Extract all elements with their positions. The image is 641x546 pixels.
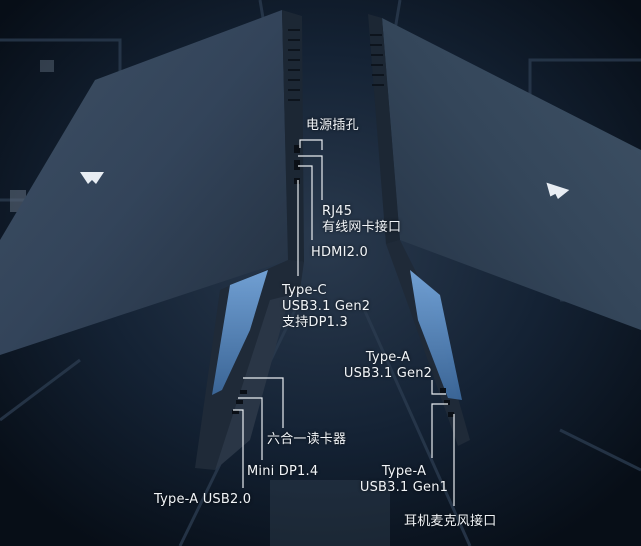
label-rj45-line1: RJ45 — [322, 204, 353, 219]
label-type-a-gen1: Type-A USB3.1 Gen1 — [356, 464, 452, 496]
left-laptop-side — [215, 295, 290, 470]
right-laptop-keyboard — [410, 270, 462, 400]
left-laptop-logo-icon — [80, 172, 104, 184]
right-laptop-hinge-edge — [368, 14, 400, 244]
right-laptop-vents — [370, 34, 384, 86]
label-card-reader: 六合一读卡器 — [267, 432, 347, 447]
right-laptop-ports — [440, 388, 454, 417]
label-type-c-line1: Type-C — [282, 283, 327, 298]
label-type-a-gen2: Type-A USB3.1 Gen2 — [340, 350, 436, 382]
label-type-a-gen2-line2: USB3.1 Gen2 — [343, 366, 433, 381]
label-hdmi: HDMI2.0 — [311, 245, 368, 260]
callout-line-type-a-gen1 — [431, 403, 448, 458]
label-type-a-usb2: Type-A USB2.0 — [154, 492, 252, 507]
callout-line-card-reader — [243, 377, 284, 428]
label-power-jack: 电源插孔 — [306, 118, 359, 133]
left-laptop — [0, 10, 304, 470]
label-type-c: Type-C USB3.1 Gen2 支持DP1.3 — [282, 283, 370, 331]
left-laptop-keyboard — [212, 270, 268, 395]
label-type-c-line3: 支持DP1.3 — [282, 315, 348, 330]
right-laptop-logo-icon — [546, 182, 570, 199]
label-rj45: RJ45 有线网卡接口 — [322, 204, 401, 236]
left-laptop-vents — [288, 29, 300, 101]
label-type-a-gen2-line1: Type-A — [365, 350, 411, 365]
left-laptop-lid — [0, 10, 288, 355]
callout-line-mini-dp — [238, 397, 263, 460]
callout-line-usb2 — [233, 409, 244, 488]
callout-line-hdmi — [298, 165, 313, 240]
label-audio-jack: 耳机麦克风接口 — [404, 514, 497, 529]
label-type-a-gen1-line2: USB3.1 Gen1 — [359, 480, 449, 495]
right-laptop — [368, 14, 641, 446]
callout-lines — [233, 139, 455, 506]
right-laptop-lid — [382, 18, 641, 330]
wall-panel — [40, 60, 54, 72]
label-rj45-line2: 有线网卡接口 — [322, 220, 402, 235]
floor-glow — [270, 480, 390, 546]
label-type-a-gen1-line1: Type-A — [381, 464, 427, 479]
left-laptop-ports — [232, 145, 300, 414]
label-mini-dp: Mini DP1.4 — [247, 464, 319, 479]
label-type-c-line2: USB3.1 Gen2 — [282, 299, 371, 314]
callout-line-type-a-gen2 — [431, 380, 446, 395]
callout-line-power — [299, 139, 323, 150]
callout-line-rj45 — [298, 155, 323, 200]
